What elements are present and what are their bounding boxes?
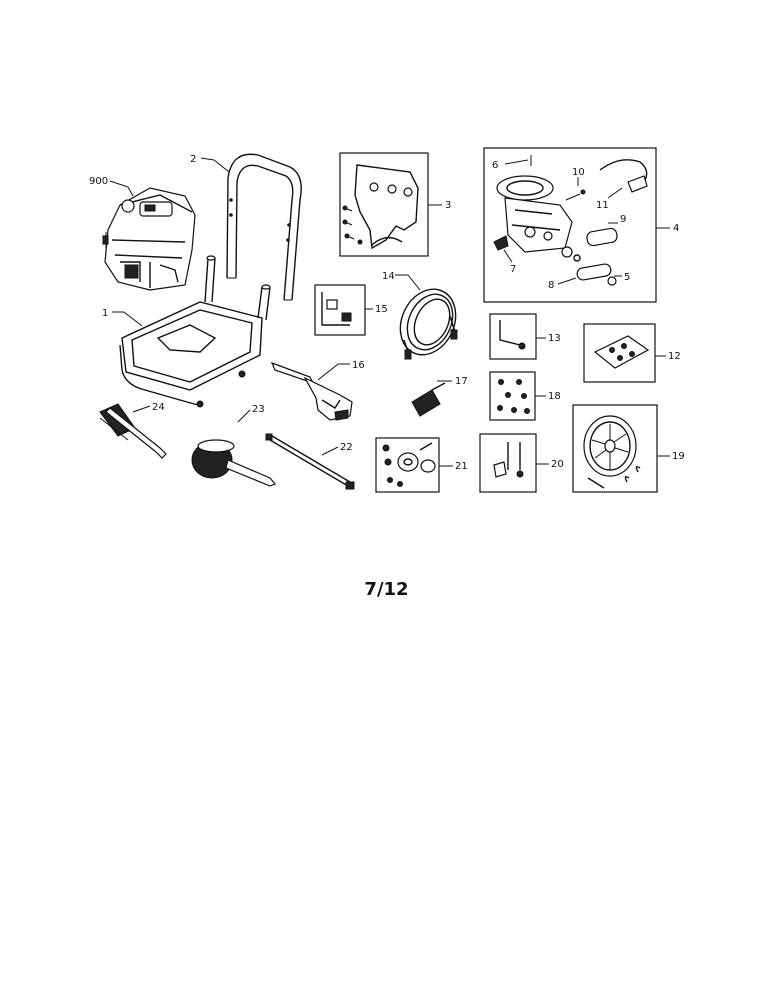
- label-7: 7: [510, 264, 516, 275]
- part-21-wheel-kit: [382, 442, 436, 487]
- part-23-round-brush: [191, 439, 276, 487]
- label-8: 8: [548, 280, 554, 291]
- part-1-frame: [119, 255, 271, 408]
- part-16-spray-gun: [270, 361, 353, 421]
- label-6: 6: [492, 160, 498, 171]
- label-17: 17: [455, 376, 468, 387]
- part-15-tip: [321, 292, 352, 326]
- label-24: 24: [152, 402, 165, 413]
- part-13-tool: [499, 320, 526, 350]
- label-2: 2: [190, 154, 196, 165]
- label-13: 13: [548, 333, 561, 344]
- part-13-box: [489, 313, 537, 360]
- label-19: 19: [672, 451, 685, 462]
- label-10: 10: [572, 167, 585, 178]
- label-12: 12: [668, 351, 681, 362]
- part-22-extension-wand: [265, 433, 355, 490]
- part-24-brush: [99, 403, 167, 459]
- label-21: 21: [455, 461, 468, 472]
- part-12-holder: [593, 335, 650, 369]
- part-15-box: [314, 284, 366, 336]
- label-11: 11: [596, 200, 609, 211]
- label-900: 900: [89, 176, 108, 187]
- part-19-wheel: [583, 415, 641, 489]
- label-3: 3: [445, 200, 451, 211]
- part-2-handle: [226, 153, 302, 301]
- part-900-engine: [102, 187, 196, 291]
- label-1: 1: [102, 308, 108, 319]
- label-4: 4: [673, 223, 679, 234]
- part-3-bracket: [342, 164, 419, 250]
- part-20-bolts: [493, 442, 524, 478]
- part-14-hose: [399, 288, 458, 360]
- label-23: 23: [252, 404, 265, 415]
- label-16: 16: [352, 360, 365, 371]
- page-number: 7/12: [364, 579, 409, 600]
- label-18: 18: [548, 391, 561, 402]
- label-20: 20: [551, 459, 564, 470]
- label-14: 14: [382, 271, 395, 282]
- label-5: 5: [624, 272, 630, 283]
- part-18-hardware: [497, 379, 530, 414]
- part-17-nozzle: [411, 382, 446, 417]
- part-4-pump: [493, 159, 648, 286]
- label-22: 22: [340, 442, 353, 453]
- label-15: 15: [375, 304, 388, 315]
- label-9: 9: [620, 214, 626, 225]
